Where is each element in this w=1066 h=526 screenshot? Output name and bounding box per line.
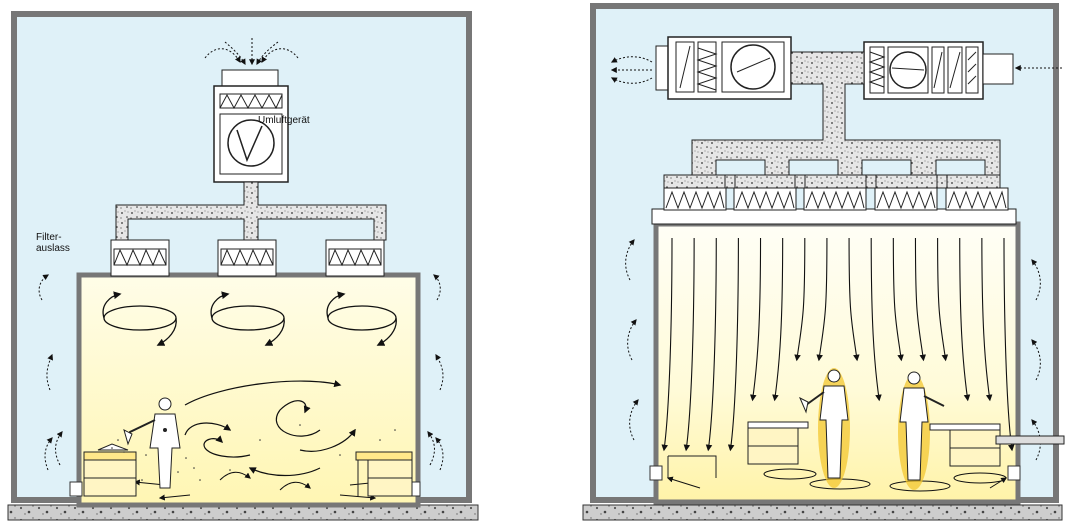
left-return-grille-left [70, 482, 82, 496]
hepa-filter-3 [804, 188, 866, 210]
filter-outlet-1 [111, 240, 169, 276]
air-handling-unit-left [656, 37, 791, 99]
hepa-filter-4 [875, 188, 937, 210]
right-return-grille-left [650, 466, 662, 480]
left-room-panel [8, 14, 478, 520]
right-room-panel [583, 6, 1064, 520]
hepa-filter-1 [664, 188, 726, 210]
hepa-filter-2 [734, 188, 796, 210]
left-ceiling-filters [111, 240, 384, 276]
hepa-filter-5 [946, 188, 1008, 210]
filter-outlet-3 [326, 240, 384, 276]
left-workbench-left [84, 444, 136, 496]
filter-outlet-2 [218, 240, 276, 276]
right-floor-slab [583, 505, 1062, 520]
recirculation-unit-label: Umluftgerät [258, 115, 348, 126]
filter-outlet-label-line2: auslass [36, 243, 96, 254]
right-plenum-boxes [664, 175, 1000, 188]
right-return-grille-right [1008, 466, 1020, 480]
filter-outlet-label-line1: Filter- [36, 232, 96, 243]
right-ceiling-filters [652, 188, 1016, 224]
